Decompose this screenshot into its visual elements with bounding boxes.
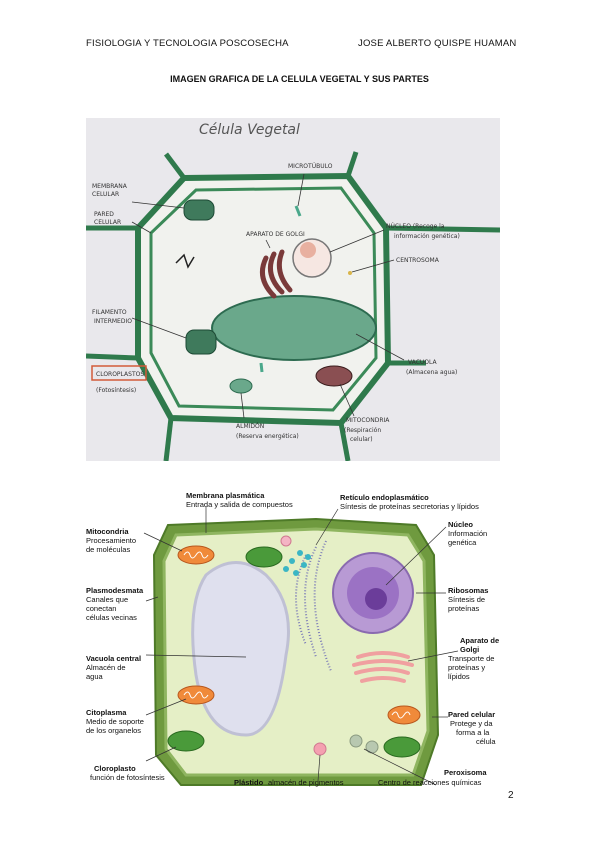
mitochondrion bbox=[387, 705, 421, 725]
cell-membrane bbox=[149, 186, 378, 412]
label-citoplasma-title: Citoplasma bbox=[86, 708, 127, 717]
label-vacuola: VACUOLA bbox=[408, 359, 438, 366]
nucleolus bbox=[300, 242, 316, 258]
label-plasmodesmata-desc: células vecinas bbox=[86, 613, 137, 622]
label-mitocondria-desc: de moléculas bbox=[86, 545, 130, 554]
hand-drawn-cell-photo: Célula Vegetal MEMBRANA CELULAR PARED CE… bbox=[86, 118, 500, 461]
label-golgi: APARATO DE GOLGI bbox=[246, 231, 305, 238]
label-pared: CELULAR bbox=[94, 219, 121, 226]
chloroplast bbox=[245, 546, 283, 568]
central-vacuole bbox=[191, 561, 290, 737]
label-peroxisoma-desc: Centro de reacciones químicas bbox=[378, 778, 482, 787]
label-nucleo: información genética) bbox=[394, 233, 460, 240]
label-centrosoma: CENTROSOMA bbox=[396, 257, 440, 264]
intermediate-filament bbox=[175, 253, 195, 269]
plant-cell-diagram: Membrana plasmática Entrada y salida de … bbox=[86, 491, 499, 787]
wall-extension bbox=[385, 225, 500, 233]
label-golgi-desc: lípidos bbox=[448, 672, 470, 681]
peroxisome bbox=[349, 734, 363, 748]
label-mitocondria-title: Mitocondria bbox=[86, 527, 129, 536]
label-cloroplastos: CLOROPLASTOS bbox=[96, 371, 144, 378]
vacuole bbox=[211, 295, 377, 361]
label-filamento: INTERMEDIO bbox=[94, 318, 132, 325]
wall-extension bbox=[164, 152, 186, 180]
centrosome bbox=[348, 271, 352, 275]
label-plastido-desc: almacén de pigmentos bbox=[268, 778, 344, 787]
label-vacuola: (Almacena agua) bbox=[406, 369, 457, 376]
photo-title: Célula Vegetal bbox=[199, 122, 300, 138]
label-almidon: ALMIDÓN bbox=[236, 423, 264, 430]
label-mitocondria: (Respiración bbox=[344, 427, 381, 434]
label-peroxisoma-title: Peroxisoma bbox=[444, 768, 487, 777]
label-mitocondria-desc: Procesamiento bbox=[86, 536, 136, 545]
golgi bbox=[352, 651, 414, 683]
label-membrana-title: Membrana plasmática bbox=[186, 491, 265, 500]
vesicle bbox=[280, 535, 292, 547]
label-membrana: MEMBRANA bbox=[92, 183, 128, 190]
label-vacuola-desc: agua bbox=[86, 672, 104, 681]
label-pared-desc: célula bbox=[476, 737, 496, 746]
label-filamento: FILAMENTO bbox=[92, 309, 127, 316]
label-golgi-desc: Transporte de bbox=[448, 654, 494, 663]
label-nucleo: NÚCLEO (Recoge la bbox=[386, 223, 445, 230]
label-almidon: (Reserva energética) bbox=[236, 433, 299, 440]
nucleolus bbox=[365, 588, 387, 610]
label-fotosintesis: (Fotosíntesis) bbox=[96, 387, 136, 394]
label-plastido-title: Plástido bbox=[234, 778, 264, 787]
label-ribosomas-desc: proteínas bbox=[448, 604, 480, 613]
header-right: JOSE ALBERTO QUISPE HUAMAN bbox=[358, 38, 517, 49]
label-pared: PARED bbox=[94, 211, 114, 218]
label-plasmodesmata-desc: conectan bbox=[86, 604, 116, 613]
label-mitocondria: MITOCONDRIA bbox=[346, 417, 390, 424]
microtubule bbox=[259, 362, 264, 373]
label-nucleo-desc: Información bbox=[448, 529, 487, 538]
label-vacuola-title: Vacuola central bbox=[86, 654, 141, 663]
label-pared-desc: Protege y da bbox=[450, 719, 493, 728]
label-microtubulo: MICROTÚBULO bbox=[288, 163, 333, 170]
label-ribosomas-desc: Síntesis de bbox=[448, 595, 485, 604]
mitochondrion bbox=[315, 365, 353, 387]
wall-extension bbox=[163, 417, 174, 461]
label-ribosomas-title: Ribosomas bbox=[448, 586, 488, 595]
wall-extension bbox=[345, 151, 359, 177]
label-reticulo-desc: Síntesis de proteínas secretorias y lípi… bbox=[340, 502, 479, 511]
page-number: 2 bbox=[508, 790, 514, 801]
label-pared-title: Pared celular bbox=[448, 710, 495, 719]
mitochondrion bbox=[177, 685, 215, 705]
label-cloroplasto-title: Cloroplasto bbox=[94, 764, 136, 773]
microtubule bbox=[294, 205, 302, 217]
label-citoplasma-desc: de los organelos bbox=[86, 726, 141, 735]
label-golgi-title: Aparato de bbox=[460, 636, 499, 645]
label-vacuola-desc: Almacén de bbox=[86, 663, 126, 672]
label-pared-desc: forma a la bbox=[456, 728, 490, 737]
label-cloroplasto-desc: función de fotosíntesis bbox=[90, 773, 165, 782]
chloroplast bbox=[167, 730, 205, 752]
label-golgi-title: Golgi bbox=[460, 645, 479, 654]
label-nucleo-title: Núcleo bbox=[448, 520, 473, 529]
golgi-apparatus bbox=[259, 249, 293, 299]
page-title: IMAGEN GRAFICA DE LA CELULA VEGETAL Y SU… bbox=[170, 74, 429, 84]
wall-extension bbox=[86, 353, 139, 361]
mitochondrion bbox=[177, 545, 215, 565]
chloroplast bbox=[183, 199, 215, 221]
header-left: FISIOLOGIA Y TECNOLOGIA POSCOSECHA bbox=[86, 38, 289, 49]
label-mitocondria: celular) bbox=[350, 436, 373, 443]
label-plasmodesmata-desc: Canales que bbox=[86, 595, 128, 604]
starch-granule bbox=[229, 378, 253, 394]
chloroplast bbox=[383, 736, 421, 758]
label-membrana-desc: Entrada y salida de compuestos bbox=[186, 500, 293, 509]
wall-extension bbox=[338, 422, 351, 461]
label-membrana: CELULAR bbox=[92, 191, 119, 198]
chloroplast-label-box bbox=[91, 365, 147, 381]
plastid bbox=[313, 742, 327, 756]
label-citoplasma-desc: Medio de soporte bbox=[86, 717, 144, 726]
label-golgi-desc: proteínas y bbox=[448, 663, 485, 672]
chloroplast bbox=[185, 329, 217, 355]
label-plasmodesmata-title: Plasmodesmata bbox=[86, 586, 144, 595]
label-nucleo-desc: genética bbox=[448, 538, 477, 547]
label-reticulo-title: Retículo endoplasmático bbox=[340, 493, 429, 502]
